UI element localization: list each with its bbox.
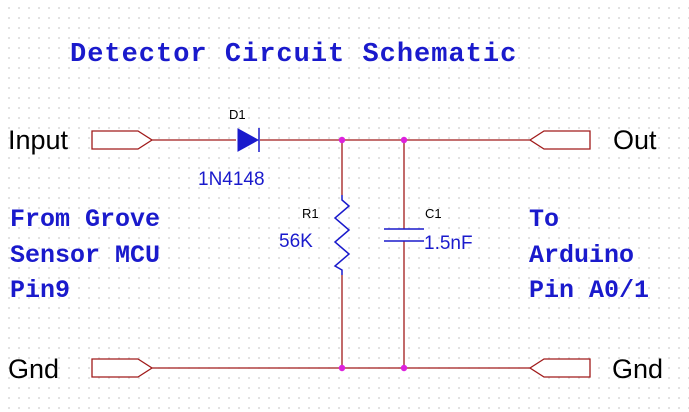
resistor-value-label: 56K xyxy=(279,231,313,252)
capacitor-value-label: 1.5nF xyxy=(424,233,473,254)
capacitor-ref-label: C1 xyxy=(425,206,442,221)
diode-value-label: 1N4148 xyxy=(198,169,265,190)
out-port xyxy=(528,130,591,150)
diode-d1 xyxy=(236,128,260,152)
junction-dot xyxy=(400,364,408,372)
input-label: Input xyxy=(8,125,69,155)
right-note-line: To xyxy=(529,205,559,234)
capacitor-c1 xyxy=(384,228,424,242)
out-label: Out xyxy=(613,125,657,155)
gnd-right-port xyxy=(528,358,591,378)
gnd-left-label: Gnd xyxy=(8,354,59,384)
right-note-line: Pin A0/1 xyxy=(529,276,649,305)
diagram-title: Detector Circuit Schematic xyxy=(70,40,517,70)
junction-dot xyxy=(338,136,346,144)
left-note-line: From Grove xyxy=(10,205,160,234)
junction-dot xyxy=(338,364,346,372)
resistor-ref-label: R1 xyxy=(302,206,319,221)
junction-dot xyxy=(400,136,408,144)
gnd-left-port xyxy=(91,358,154,378)
right-note-line: Arduino xyxy=(529,241,634,270)
left-note-line: Pin9 xyxy=(10,276,70,305)
gnd-right-label: Gnd xyxy=(612,354,663,384)
resistor-r1 xyxy=(333,195,351,275)
diode-ref-label: D1 xyxy=(229,107,246,122)
diode-symbol xyxy=(237,128,260,152)
left-note-line: Sensor MCU xyxy=(10,241,160,270)
input-port xyxy=(91,130,154,150)
